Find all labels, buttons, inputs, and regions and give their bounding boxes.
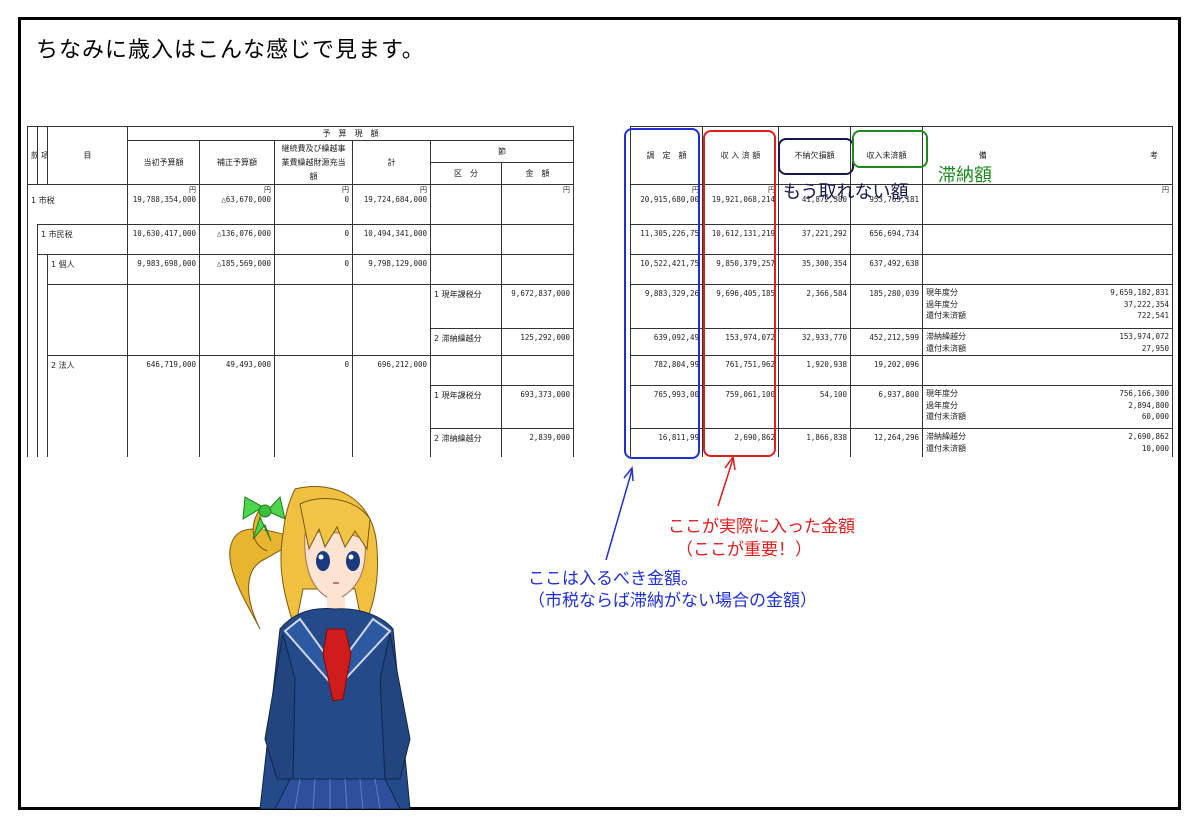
header-yosan-gengaku: 予 算 現 額	[127, 126, 574, 141]
cell-note-values: 756,166,300 2,894,800 60,000	[1042, 385, 1173, 429]
cell-kubun: 2 滞納繰越分	[430, 328, 502, 356]
cell-kingaku: 125,292,000	[501, 328, 574, 356]
cell-note-labels: 滞納繰越分 還付未済額	[922, 428, 1043, 457]
cell-funou: 35,300,354	[778, 254, 851, 285]
cell-kubun: 1 現年課税分	[430, 284, 502, 329]
cell-funou: 54,100	[778, 385, 851, 429]
cell-chotei: 765,993,00	[630, 385, 703, 429]
cell-funou: 37,221,292	[778, 224, 851, 255]
cell-hosei: 円△63,670,000	[199, 184, 275, 225]
header-kou: 考	[1042, 126, 1173, 185]
cell-hosei: △136,076,000	[199, 224, 275, 255]
student-character-illustration	[229, 486, 411, 809]
cell-chotei: 11,305,226,75	[630, 224, 703, 255]
cell-mishu: 6,937,800	[850, 385, 923, 429]
cell-notes: 円	[1042, 184, 1173, 225]
funou-label: もう取れない額	[783, 182, 909, 203]
cell-kei: 10,494,341,000	[352, 224, 431, 255]
cell-kingaku: 9,672,837,000	[501, 284, 574, 329]
cell-note-labels: 現年度分 過年度分 還付未済額	[922, 284, 1043, 329]
cell-mishu: 12,264,296	[850, 428, 923, 457]
header-chotei: 調 定 額	[630, 126, 703, 185]
cell-keizoku: 0	[274, 224, 353, 255]
header-moku: 目	[47, 126, 128, 185]
cell-mishu: 19,202,096	[850, 355, 923, 386]
cell-tosho: 10,630,417,000	[127, 224, 200, 255]
cell-kubun: 2 滞納繰越分	[430, 428, 502, 457]
cell-keizoku: 0	[274, 355, 353, 386]
cell-tosho: 646,719,000	[127, 355, 200, 386]
cell-funou: 1,920,938	[778, 355, 851, 386]
cell-kei: 9,798,129,000	[352, 254, 431, 285]
cell-kubun: 1 現年課税分	[430, 385, 502, 429]
shunyu-note-line2: （ここが重要！）	[676, 540, 812, 560]
header-kei: 計	[352, 140, 431, 185]
comic-panel	[18, 17, 1181, 810]
cell-tosho: 9,983,698,000	[127, 254, 200, 285]
cell-note-values: 9,659,182,831 37,222,354 722,541	[1042, 284, 1173, 329]
budget-table: 款 項 目 予 算 現 額 当初予算額 補正予算額 継続費及び繰越事業費繰越財源…	[27, 126, 574, 457]
cell-shunyu: 761,751,962	[702, 355, 779, 386]
header-tosho: 当初予算額	[127, 140, 200, 185]
cell-shunyu: 9,850,379,257	[702, 254, 779, 285]
cell-kingaku: 2,839,000	[501, 428, 574, 457]
row-name: 1 市税	[27, 184, 128, 225]
cell-kei: 696,212,000	[352, 355, 431, 386]
header-mishu: 収入未済額	[850, 126, 923, 185]
caption-text: ちなみに歳入はこんな感じで見ます。	[36, 38, 425, 63]
cell-chotei: 639,092,49	[630, 328, 703, 356]
row-name: 1 市民税	[37, 224, 128, 255]
header-kou: 項	[37, 126, 48, 185]
chotei-highlight-box	[624, 128, 700, 459]
cell-kingaku: 円	[501, 184, 574, 225]
cell-kingaku: 693,373,000	[501, 385, 574, 429]
header-kan: 款	[27, 126, 38, 185]
cell-funou: 32,933,770	[778, 328, 851, 356]
cell-note-labels: 滞納繰越分 還付未済額	[922, 328, 1043, 356]
header-kingaku: 金 額	[501, 162, 574, 185]
cell-funou: 41,872,300	[778, 184, 851, 225]
cell-shunyu: 10,612,131,219	[702, 224, 779, 255]
header-kubun: 区 分	[430, 162, 502, 185]
cell-funou: 1,866,838	[778, 428, 851, 457]
cell-chotei: 782,804,99	[630, 355, 703, 386]
cell-note-labels: 現年度分 過年度分 還付未済額	[922, 385, 1043, 429]
cell-note-values: 2,690,862 10,000	[1042, 428, 1173, 457]
mishu-highlight-box	[852, 130, 928, 168]
chotei-note-line2: （市税ならば滞納がない場合の金額）	[528, 591, 817, 611]
cell-kubun	[430, 184, 502, 225]
cell-hosei: △185,569,000	[199, 254, 275, 285]
chotei-note-line1: ここは入るべき金額。	[528, 569, 698, 589]
cell-mishu: 953,763,181	[850, 184, 923, 225]
header-shunyu: 収 入 済 額	[702, 126, 779, 185]
cell-keizoku: 0	[274, 254, 353, 285]
cell-mishu: 185,280,039	[850, 284, 923, 329]
funou-highlight-box	[778, 138, 854, 175]
header-bikou: 備	[922, 126, 1043, 185]
cell-mishu: 452,212,599	[850, 328, 923, 356]
cell-mishu: 637,492,638	[850, 254, 923, 285]
cell-mishu: 656,694,734	[850, 224, 923, 255]
cell-note-values: 153,974,072 27,950	[1042, 328, 1173, 356]
row-name: 1 個人	[47, 254, 128, 285]
shunyu-note-line1: ここが実際に入った金額	[668, 517, 855, 537]
header-setsu: 節	[430, 140, 574, 163]
shunyu-highlight-box	[703, 130, 776, 457]
row-name: 2 法人	[47, 355, 128, 386]
cell-hosei: 49,493,000	[199, 355, 275, 386]
cell-shunyu: 2,690,862	[702, 428, 779, 457]
header-keizoku: 継続費及び繰越事業費繰越財源充当額	[274, 140, 353, 185]
header-hosei: 補正予算額	[199, 140, 275, 185]
tainou-label: 滞納額	[938, 165, 992, 186]
cell-funou: 2,366,584	[778, 284, 851, 329]
cell-chotei: 9,883,329,26	[630, 284, 703, 329]
